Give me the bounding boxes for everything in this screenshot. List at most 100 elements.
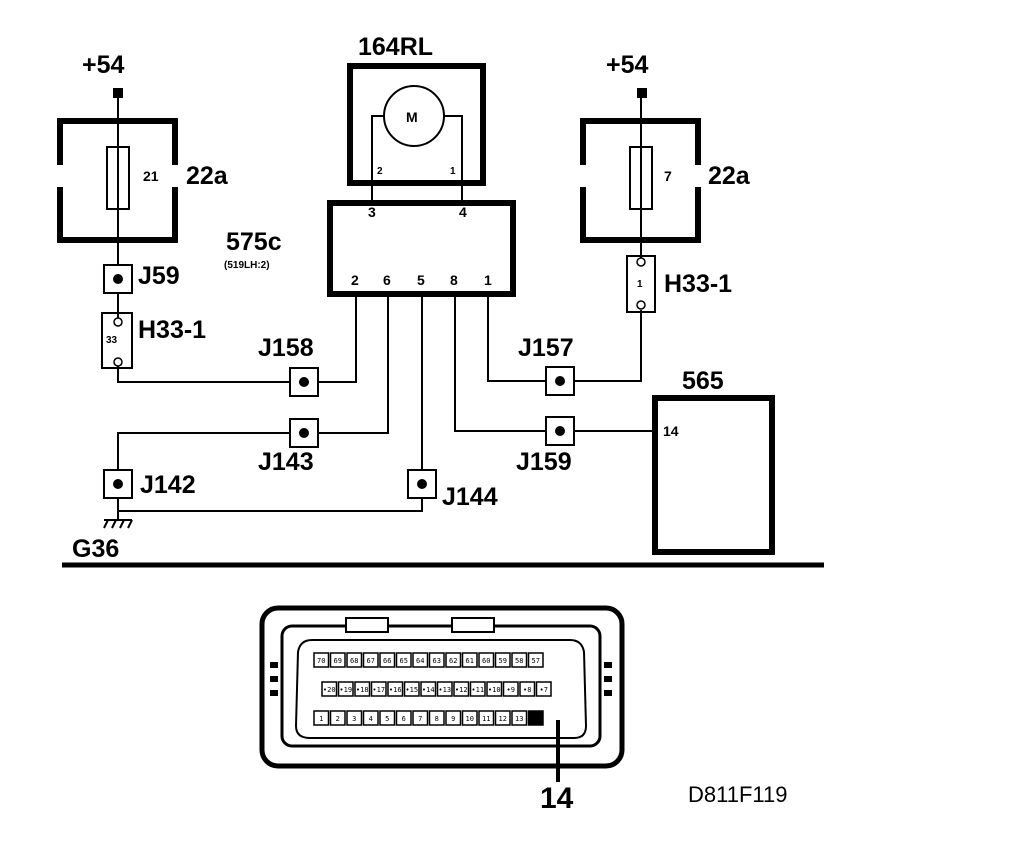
connector-pin-cell	[445, 710, 462, 726]
connector-h33-left-label: H33-1	[138, 316, 206, 344]
connector-pin-cell	[329, 710, 346, 726]
connector-pin-cell	[412, 652, 429, 668]
motor-pin-2: 2	[377, 166, 383, 177]
connector-pin-cell	[313, 652, 330, 668]
connector-pin-number: 66	[383, 657, 391, 665]
supply-label-right: +54	[606, 51, 649, 79]
connector-pin-cell	[511, 710, 528, 726]
connector-pin-cell	[502, 681, 519, 697]
connector-pin-number: 68	[350, 657, 358, 665]
module-pin-3: 3	[368, 204, 376, 220]
motor-symbol-text: M	[406, 109, 418, 125]
connector-pin-number: 3	[352, 715, 356, 723]
module-pin-1: 1	[484, 272, 492, 288]
fusebox-left-label: 22a	[186, 162, 229, 190]
junction-j159-label: J159	[516, 448, 572, 476]
connector-pin-cell	[535, 681, 552, 697]
ground-label: G36	[72, 535, 119, 563]
connector-pin-cell	[387, 681, 404, 697]
connector-pin-number: 70	[317, 657, 325, 665]
junction-j144-label: J144	[442, 483, 498, 511]
connector-pin-cell	[478, 652, 495, 668]
module-pin-2: 2	[351, 272, 359, 288]
connector-pin-number: •12	[455, 686, 468, 694]
unit-565-label: 565	[682, 367, 724, 395]
connector-h33-right-label: H33-1	[664, 270, 732, 298]
connector-pin-cell	[445, 652, 462, 668]
junction-j143-label: J143	[258, 448, 314, 476]
connector-pin-number: 8	[435, 715, 439, 723]
connector-pin-number: •18	[356, 686, 369, 694]
connector-pin-number: 63	[433, 657, 441, 665]
module-pin-6: 6	[383, 272, 391, 288]
connector-pin-number: •10	[488, 686, 501, 694]
connector-pin-cell	[461, 652, 478, 668]
connector-pin-cell	[346, 652, 363, 668]
connector-pin-cell	[428, 652, 445, 668]
connector-pin-number: 11	[482, 715, 490, 723]
connector-pin-cell	[436, 681, 453, 697]
connector-pin-number: •7	[540, 686, 548, 694]
connector-pin-number: 61	[466, 657, 474, 665]
supply-terminal-right	[637, 88, 647, 98]
unit-565-pin: 14	[663, 423, 679, 439]
connector-pin-number: 65	[400, 657, 408, 665]
connector-pin-number: 67	[367, 657, 375, 665]
ground-symbol	[103, 519, 133, 529]
connector-pin-number: 58	[515, 657, 523, 665]
connector-pin-number: •14	[422, 686, 435, 694]
connector-pin-cell	[461, 710, 478, 726]
connector-pin-number: 4	[369, 715, 373, 723]
connector-pin-cell	[494, 652, 511, 668]
motor-pin-1: 1	[450, 166, 456, 177]
module-sublabel: (519LH:2)	[224, 260, 270, 271]
module-pin-5: 5	[417, 272, 425, 288]
connector-pin-cell	[519, 681, 536, 697]
connector-pin-cell	[395, 652, 412, 668]
connector-pin-cell	[379, 652, 396, 668]
pin-14-callout: 14	[540, 782, 574, 815]
connector-pin-number: •8	[523, 686, 531, 694]
connector-pin-cell	[511, 652, 528, 668]
connector-pin-cell	[346, 710, 363, 726]
junction-j142	[103, 469, 133, 499]
connector-pin-cell	[370, 681, 387, 697]
connector-pin-number: 1	[319, 715, 323, 723]
connector-pin-number: 6	[402, 715, 406, 723]
connector-pin-number: 62	[449, 657, 457, 665]
connector-pin-number: 60	[482, 657, 490, 665]
connector-pin-cell	[337, 681, 354, 697]
connector-pin-number: •20	[323, 686, 336, 694]
module-pin-8: 8	[450, 272, 458, 288]
figure-code: D811F119	[688, 782, 787, 807]
connector-pin-number: 59	[499, 657, 507, 665]
connector-pin-cell	[395, 710, 412, 726]
connector-pin-number: 7	[418, 715, 422, 723]
motor-box	[347, 63, 486, 186]
module-pin-4: 4	[459, 204, 467, 220]
connector-pin-number: •17	[372, 686, 385, 694]
connector-pin-cell	[362, 652, 379, 668]
connector-pin-number: 57	[532, 657, 540, 665]
connector-pin-number: 12	[499, 715, 507, 723]
connector-pin-cell	[379, 710, 396, 726]
junction-j157-label: J157	[518, 334, 574, 362]
connector-pin-number: •16	[389, 686, 402, 694]
fusebox-right-label: 22a	[708, 162, 751, 190]
connector-pin-number: •9	[507, 686, 515, 694]
connector-pin-number: 13	[515, 715, 523, 723]
connector-pin-number: 64	[416, 657, 424, 665]
connector-pin-cell	[469, 681, 486, 697]
connector-pin-number: •13	[438, 686, 451, 694]
connector-pin-cell	[354, 681, 371, 697]
connector-pin-cell	[494, 710, 511, 726]
junction-j59-label: J59	[138, 262, 180, 290]
supply-label-left: +54	[82, 51, 125, 79]
fuse-left-number: 21	[143, 168, 159, 184]
connector-h33-right-pin: 1	[637, 279, 643, 290]
unit-565-box	[652, 395, 775, 555]
connector-pin-cell	[313, 710, 330, 726]
